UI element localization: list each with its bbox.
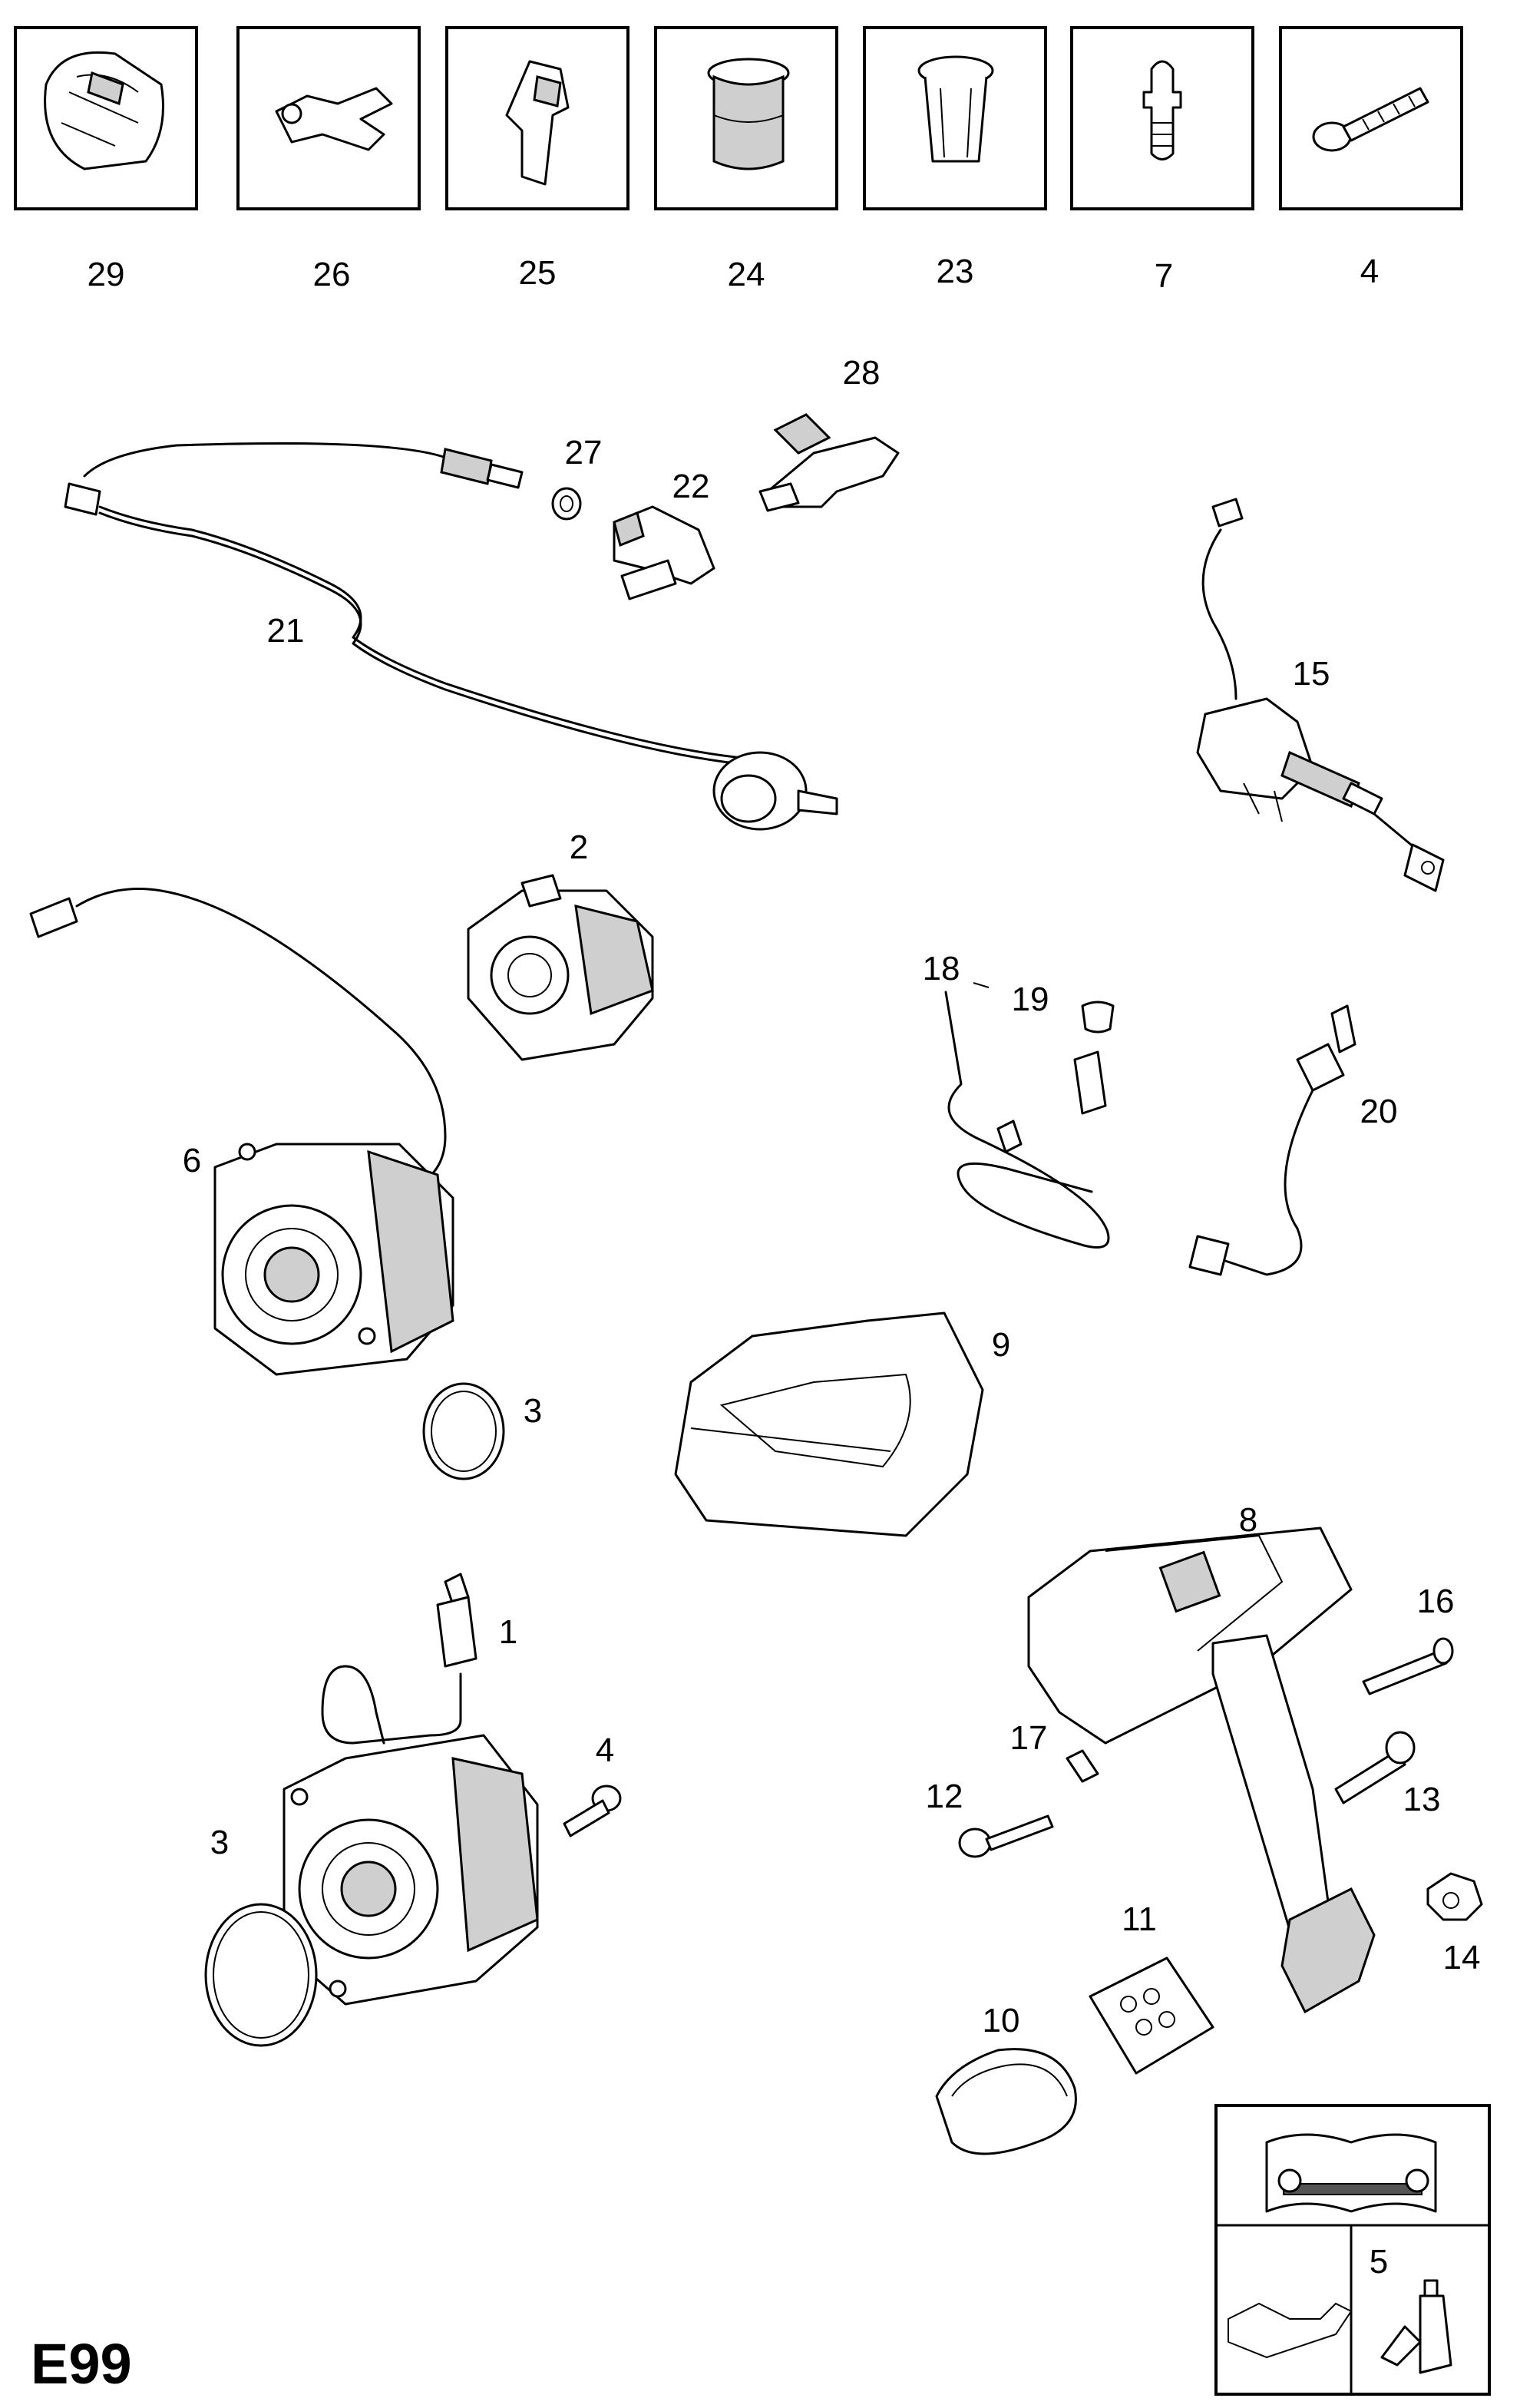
part-18-pipe[interactable] [944,991,1110,1249]
callout-13: 13 [1403,1781,1441,1818]
sleeve-icon [707,58,790,170]
part-number-25: 25 [519,254,557,292]
callout-15: 15 [1293,655,1330,693]
callout-9: 9 [992,1326,1010,1364]
callout-27: 27 [565,434,603,471]
part-number-23: 23 [937,253,974,290]
part-22-elbow-connector[interactable] [613,505,715,600]
part-10-pedal-pad[interactable] [935,2048,1077,2155]
part-15-master-cylinder[interactable] [1196,498,1445,892]
part-box-24[interactable]: 24 [654,26,838,293]
callout-10: 10 [983,2002,1020,2039]
part-19-cap[interactable] [1081,1001,1115,1034]
callout-6: 6 [183,1142,201,1179]
part-number-4-top: 4 [1360,253,1379,290]
callout-8: 8 [1239,1501,1257,1539]
part-14-nut[interactable] [1426,1872,1483,1921]
callout-19: 19 [1012,981,1049,1018]
part-17-clip[interactable] [1066,1749,1099,1783]
part-number-26: 26 [313,256,351,293]
oil-can-icon [1228,2302,1353,2359]
part-2-slave-cylinder[interactable] [467,874,654,1061]
callout-11: 11 [1122,1900,1157,1938]
callout-2: 2 [570,829,588,866]
bolt-icon [1312,87,1429,152]
callout-12: 12 [926,1778,963,1815]
part-3-oring-upper[interactable] [422,1382,505,1480]
diagram-code: E99 [31,2332,132,2396]
part-number-29: 29 [88,256,125,293]
callout-14: 14 [1443,1939,1481,1976]
part-1-slave-cylinder[interactable] [283,1573,539,2006]
part-6-slave-cylinder-pipe[interactable] [29,888,454,1376]
part-3-oring-lower[interactable] [204,1903,318,2047]
part-number-24: 24 [728,256,765,293]
callout-16: 16 [1417,1583,1455,1620]
callout-18-leader [973,982,990,988]
part-28-connector[interactable] [758,413,900,512]
callout-20: 20 [1360,1093,1398,1130]
part-box-25[interactable]: 25 [445,26,629,292]
part-box-4[interactable]: 4 [1279,26,1463,290]
top-row: 29 26 25 24 [14,26,1463,295]
part-box-23[interactable]: 23 [863,26,1047,290]
part-11-pedal-pad[interactable] [1089,1957,1214,2075]
callout-17: 17 [1010,1719,1048,1757]
part-8-pedal-assembly[interactable] [1027,1526,1376,2014]
callout-4: 4 [596,1732,614,1769]
part-box-7[interactable]: 7 [1070,26,1254,295]
part-20-pipe[interactable] [1188,1004,1356,1276]
part-13-bolt[interactable] [1334,1731,1416,1804]
callout-22: 22 [672,468,710,505]
part-27-washer[interactable] [551,487,582,521]
part-number-7: 7 [1155,257,1173,295]
clip-icon [44,51,164,170]
callout-3-lower: 3 [210,1824,229,1861]
callout-28: 28 [843,354,881,392]
callout-5: 5 [1370,2243,1388,2281]
callout-1: 1 [499,1613,517,1651]
part-box-29[interactable]: 29 [14,26,198,293]
manual-book-wrench-icon [1265,2133,1437,2213]
callout-3-upper: 3 [524,1392,542,1430]
legend-box: 5 [1214,2104,1491,2396]
callout-21: 21 [267,612,305,650]
bush-icon [917,55,994,163]
bracket-icon [505,60,570,186]
part-9-cover[interactable] [674,1312,984,1537]
part-21-hose-assembly[interactable] [64,442,838,831]
part-12-screw[interactable] [958,1814,1054,1858]
callout-18: 18 [923,950,960,987]
connector-icon [275,87,393,151]
part-box-26[interactable]: 26 [236,26,421,293]
grease-tube-icon [1380,2279,1452,2374]
part-16-pin[interactable] [1362,1637,1454,1695]
bleed-valve-icon [1142,60,1182,160]
part-4-bolt[interactable] [563,1784,622,1837]
